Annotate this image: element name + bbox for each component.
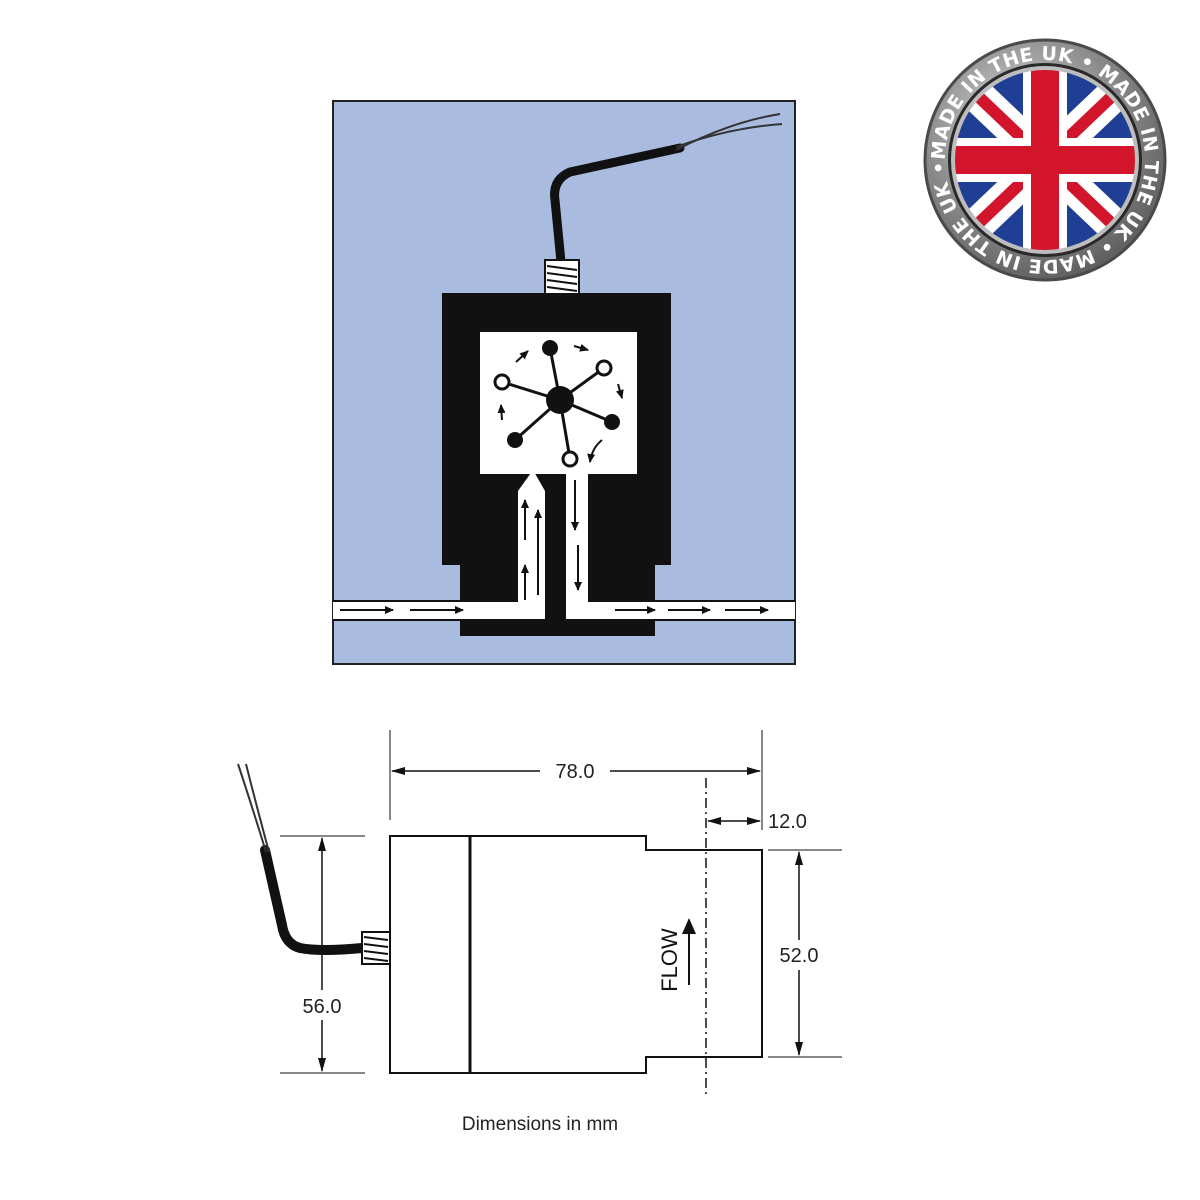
dim-height-left-label: 56.0 bbox=[303, 996, 342, 1018]
arrow-up-icon bbox=[682, 918, 696, 934]
cable-icon bbox=[550, 143, 685, 267]
made-in-uk-badge: MADE IN THE UK • MADE IN THE UK • MADE I… bbox=[923, 38, 1167, 282]
dim-height-right-label: 52.0 bbox=[780, 945, 819, 967]
cable-icon-drawing bbox=[260, 845, 367, 955]
dimensions-caption: Dimensions in mm bbox=[462, 1114, 618, 1135]
flow-label: FLOW bbox=[657, 928, 682, 992]
pump-schematic bbox=[332, 100, 796, 665]
flow-arrows bbox=[340, 480, 769, 614]
meter-outline bbox=[389, 835, 763, 1074]
union-flag-icon bbox=[953, 68, 1137, 252]
outlet-channel bbox=[566, 470, 795, 620]
flow-indicator: FLOW bbox=[657, 918, 696, 992]
inlet-channel bbox=[333, 470, 545, 620]
dimension-drawing: 78.0 12.0 56.0 52.0 FLOW Dimensions in m… bbox=[237, 730, 842, 1135]
dim-length-label: 78.0 bbox=[556, 761, 595, 783]
rotor-icon bbox=[493, 340, 624, 468]
dim-offset-label: 12.0 bbox=[768, 811, 807, 833]
